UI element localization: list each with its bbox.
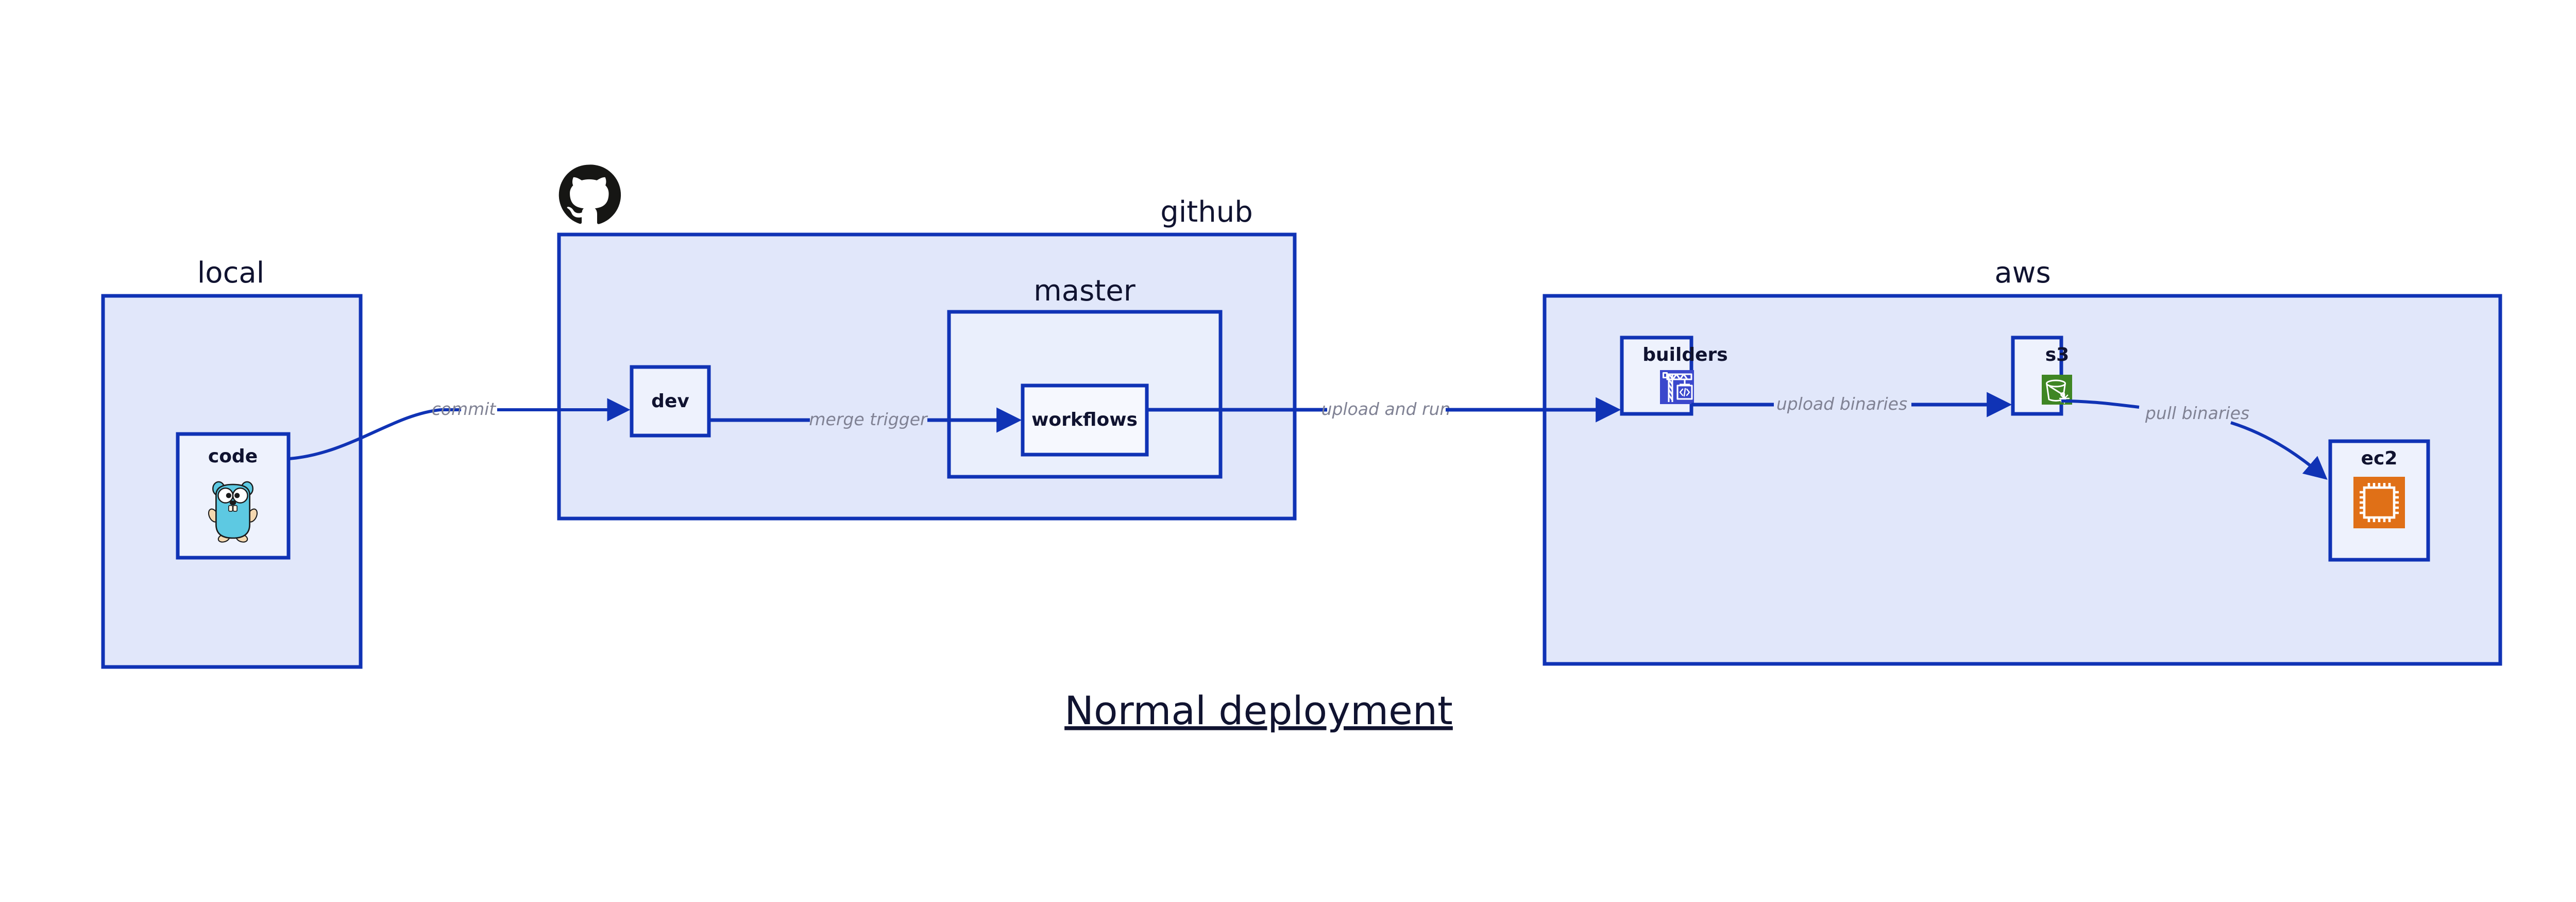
edge-code-to-dev-label: commit	[432, 399, 497, 419]
group-aws-label: aws	[1994, 256, 2050, 290]
group-github: github master workflows dev	[557, 164, 1297, 521]
edge-s3-to-ec2-label: pull binaries	[2145, 403, 2249, 423]
node-dev[interactable]: dev	[630, 365, 711, 438]
node-dev-label: dev	[651, 391, 689, 412]
edge-dev-to-workflows-label: merge trigger	[809, 409, 928, 429]
node-code[interactable]: code	[176, 432, 291, 560]
group-github-label: github	[1160, 195, 1253, 229]
edge-s3-to-ec2-curve-left	[2061, 399, 2140, 409]
aws-builders-crane-icon	[1660, 370, 1694, 404]
node-workflows[interactable]: workflows	[1021, 383, 1149, 457]
group-aws: aws builders	[1543, 256, 2502, 666]
group-master-label: master	[1033, 274, 1136, 308]
node-ec2-label: ec2	[2361, 448, 2398, 469]
edge-builders-to-s3-label: upload binaries	[1776, 394, 1907, 414]
go-gopher-icon	[208, 481, 258, 543]
edge-workflows-to-builders: upload and run	[1147, 397, 1621, 423]
edge-code-to-dev-curve-left	[289, 408, 441, 460]
node-dev-box[interactable]	[630, 365, 711, 438]
node-builders-label: builders	[1642, 344, 1727, 365]
aws-ec2-chip-icon	[2353, 477, 2405, 528]
page-title: Normal deployment	[1064, 688, 1453, 733]
node-workflows-label: workflows	[1031, 409, 1138, 430]
edge-workflows-to-builders-label: upload and run	[1321, 399, 1451, 419]
github-octocat-icon	[558, 164, 621, 224]
group-local: local code	[101, 256, 363, 669]
node-s3-label: s3	[2045, 344, 2069, 365]
node-ec2[interactable]: ec2	[2328, 439, 2430, 562]
node-workflows-box[interactable]	[1021, 383, 1149, 457]
node-builders[interactable]: builders	[1620, 336, 1728, 416]
edge-s3-to-ec2: pull binaries	[2061, 399, 2328, 480]
node-code-label: code	[208, 446, 258, 467]
group-local-label: local	[197, 256, 264, 290]
edge-code-to-dev: commit	[289, 398, 631, 460]
group-master: master workflows	[947, 274, 1223, 479]
edge-builders-to-s3: upload binaries	[1691, 392, 2012, 417]
edge-dev-to-workflows: merge trigger	[709, 407, 1022, 433]
edge-s3-to-ec2-arrow	[2230, 421, 2328, 480]
